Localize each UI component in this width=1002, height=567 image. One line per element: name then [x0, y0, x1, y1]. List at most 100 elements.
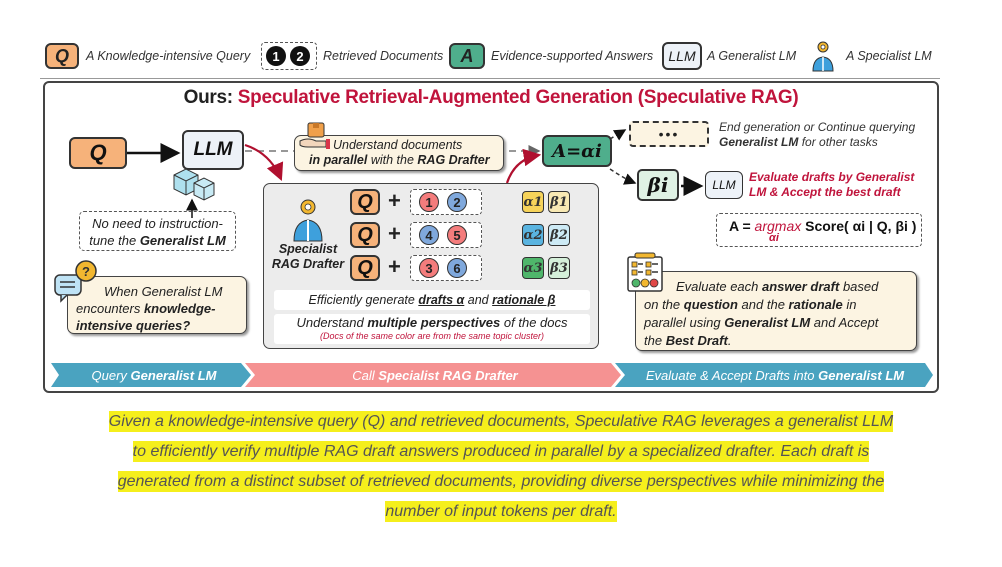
formula-subscript: αi — [769, 232, 779, 244]
parallel-line-1: Understand documents — [333, 138, 463, 152]
stage-evaluate-accept: Evaluate & Accept Drafts into Generalist… — [625, 363, 925, 387]
parallel-understanding-note: Understand documents in parallel with th… — [294, 135, 504, 171]
eval-line-2: LM & Accept the best draft — [749, 185, 901, 199]
formula-argmax: argmax — [754, 218, 802, 234]
knowledge-query-bubble: When Generalist LM encounters knowledge-… — [67, 276, 247, 334]
stage-1-pre: Query — [91, 367, 127, 383]
draft-row-2-docs: 4 5 — [410, 222, 482, 248]
draft-row-3-docs: 3 6 — [410, 255, 482, 281]
diagram-frame: Ours: Speculative Retrieval-Augmented Ge… — [43, 81, 939, 393]
question-line-3-bold: intensive queries? — [76, 318, 191, 333]
doc-circle: 3 — [419, 258, 439, 278]
doc-1-icon: 1 — [266, 46, 286, 66]
legend-query-icon: Q — [45, 43, 79, 69]
end-line-2-bold: Generalist LM — [719, 135, 799, 149]
stage-1-bold: Generalist LM — [130, 367, 217, 383]
draft-beta-1: β1 — [548, 191, 570, 213]
model-cubes-icon — [173, 168, 215, 201]
drafter-label-2: RAG Drafter — [271, 257, 345, 271]
eval-line-1: Evaluate drafts by Generalist — [749, 170, 915, 184]
doc-circle: 4 — [419, 225, 439, 245]
gen-pre: Efficiently generate — [308, 293, 419, 307]
draft-alpha-3: α3 — [522, 257, 544, 279]
perspectives-caption: Understand multiple perspectives of the … — [274, 314, 590, 344]
evaluator-llm-box: LLM — [705, 171, 743, 199]
note-line-2: tune the — [89, 233, 140, 248]
question-line-2-bold: knowledge- — [143, 301, 216, 316]
stage-3-pre: Evaluate & Accept Drafts into — [645, 367, 815, 383]
doc-circle: 6 — [447, 258, 467, 278]
box-l2-bold2: rationale — [788, 297, 843, 312]
stage-arrow-shapes — [51, 363, 933, 387]
gen-mid: and — [464, 293, 493, 307]
draft-row-1-query: Q — [350, 189, 380, 215]
caption-line-3: generated from a distinct subset of retr… — [117, 471, 885, 492]
legend-generalist-icon: LLM — [662, 42, 702, 70]
stage-2-pre: Call — [352, 367, 375, 383]
continue-ellipsis-box: ••• — [629, 121, 709, 147]
legend-generalist-label: A Generalist LM — [707, 49, 797, 63]
legend-docs-icon: 1 2 — [261, 42, 317, 70]
caption-line-2: to efficiently verify multiple RAG draft… — [132, 441, 870, 462]
stage-call-drafter: Call Specialist RAG Drafter — [255, 363, 615, 387]
specialist-person-gear-icon — [812, 41, 834, 72]
document-handoff-icon — [299, 122, 330, 149]
box-l4-post: . — [727, 333, 732, 348]
draft-row-1-plus: + — [388, 188, 401, 213]
persp-note: (Docs of the same color are from the sam… — [319, 331, 545, 341]
legend-divider — [40, 78, 940, 79]
end-line-2: for other tasks — [798, 135, 878, 149]
draft-beta-3: β3 — [548, 257, 570, 279]
stage-query-generalist: Query Generalist LM — [59, 363, 249, 387]
box-l1-post: based — [839, 279, 879, 294]
box-l4-pre: the — [644, 333, 666, 348]
box-l1-bold: answer draft — [762, 279, 840, 294]
svg-text:?: ? — [82, 264, 90, 279]
stage-2-shape — [245, 363, 621, 387]
gen-rationale: rationale β — [492, 293, 556, 307]
doc-circle: 2 — [447, 192, 467, 212]
question-line-1: When Generalist LM — [104, 284, 223, 299]
draft-alpha-1: α1 — [522, 191, 544, 213]
legend-answer-icon: A — [449, 43, 485, 69]
evaluation-checklist-icon — [627, 252, 663, 292]
specialist-drafter-icon — [293, 199, 323, 242]
formula-pre: A = — [729, 218, 755, 234]
draft-row-1-docs: 1 2 — [410, 189, 482, 215]
box-l2-mid: and the — [737, 297, 789, 312]
end-generation-note: End generation or Continue querying Gene… — [719, 120, 915, 150]
persp-bold: multiple perspectives — [367, 315, 501, 330]
draft-row-2-query: Q — [350, 222, 380, 248]
box-l3-pre: parallel using — [644, 315, 725, 330]
title-main: Speculative Retrieval-Augmented Generati… — [237, 87, 799, 108]
query-box: Q — [69, 137, 127, 169]
chat-question-icon: ? — [54, 260, 97, 303]
caption-line-4: number of input tokens per draft. — [385, 501, 617, 522]
stage-3-shape — [615, 363, 933, 387]
stage-2-bold: Specialist RAG Drafter — [378, 367, 518, 383]
draft-row-2-plus: + — [388, 221, 401, 246]
evaluate-answer-box: Evaluate each answer draft based on the … — [635, 271, 917, 351]
legend-docs-label: Retrieved Documents — [323, 49, 444, 63]
draft-beta-2: β2 — [548, 224, 570, 246]
legend: Q A Knowledge-intensive Query 1 2 Retrie… — [40, 40, 940, 74]
stage-1-shape — [51, 363, 251, 387]
legend-specialist-label: A Specialist LM — [846, 49, 932, 63]
doc-circle: 1 — [419, 192, 439, 212]
answer-box: A=αi — [542, 135, 612, 167]
question-line-2: encounters — [76, 301, 144, 316]
end-line-1: End generation or Continue querying — [719, 120, 916, 134]
specialist-drafter-panel: Specialist RAG Drafter Q + 1 2 α1 β1 Q +… — [263, 183, 599, 349]
persp-pre: Understand — [296, 315, 368, 330]
formula-post: Score( αi | Q, βi ) — [801, 218, 917, 234]
box-l2-post: in — [842, 297, 857, 312]
note-line-2-bold: Generalist LM — [139, 233, 226, 248]
generalist-llm-box: LLM — [182, 130, 244, 170]
drafter-label-1: Specialist — [278, 242, 338, 256]
stage-3-bold: Generalist LM — [818, 367, 905, 383]
title-prefix: Ours: — [183, 87, 233, 108]
parallel-bold-2: RAG Drafter — [417, 153, 490, 167]
persp-post: of the docs — [500, 315, 568, 330]
draft-alpha-2: α2 — [522, 224, 544, 246]
legend-query-label: A Knowledge-intensive Query — [86, 49, 251, 63]
